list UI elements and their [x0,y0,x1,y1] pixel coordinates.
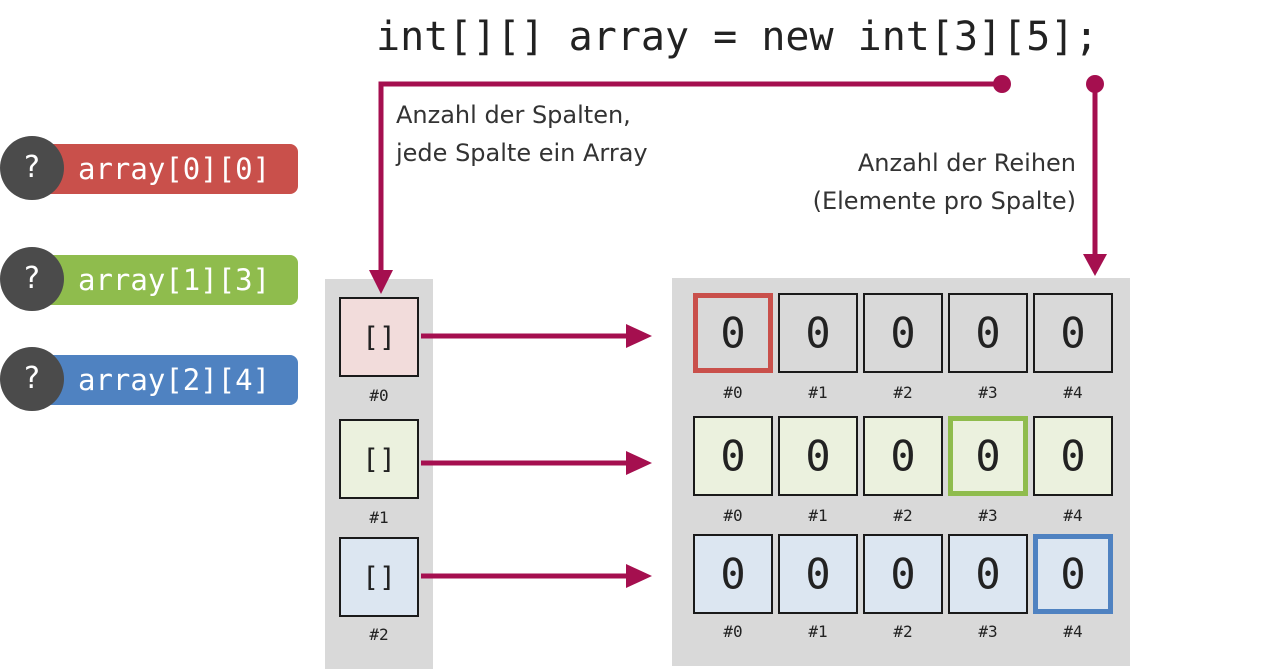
badge-pill: array[1][3] [40,255,298,305]
inner-cell-0-3: 0 [948,293,1028,373]
inner-cell-0-4: 0 [1033,293,1113,373]
outer-cell-0: [] [339,297,419,377]
inner-cell-2-2: 0 [863,534,943,614]
inner-index-1-1: #1 [808,506,828,525]
inner-index-0-1: #1 [808,383,828,402]
outer-index-1: #1 [369,508,389,527]
badge-label: array[2][4] [78,363,271,397]
reference-arrow-head-2 [626,564,652,588]
inner-cell-1-1: 0 [778,416,858,496]
badge-label: array[1][3] [78,263,271,297]
inner-cell-value: 0 [890,549,916,599]
inner-cell-value: 0 [805,431,831,481]
inner-index-2-2: #2 [893,622,913,641]
inner-index-0-3: #3 [978,383,998,402]
rows-annotation: Anzahl der Reihen (Elemente pro Spalte) [776,144,1076,220]
columns-annotation: Anzahl der Spalten, jede Spalte ein Arra… [396,96,648,172]
inner-index-1-3: #3 [978,506,998,525]
inner-cell-value: 0 [805,308,831,358]
badge-label: array[0][0] [78,152,271,186]
inner-cell-1-0: 0 [693,416,773,496]
inner-cell-1-4: 0 [1033,416,1113,496]
outer-cell-2: [] [339,537,419,617]
inner-cell-value: 0 [975,431,1001,481]
inner-cell-0-0: 0 [693,293,773,373]
outer-cell-1: [] [339,419,419,499]
rows-annotation-line-1: Anzahl der Reihen [857,149,1076,177]
columns-annotation-line-1: Anzahl der Spalten, [396,101,631,129]
badge-pill: array[2][4] [40,355,298,405]
reference-arrow-head-1 [626,451,652,475]
inner-cell-1-2: 0 [863,416,943,496]
inner-index-1-0: #0 [723,506,743,525]
inner-index-0-2: #2 [893,383,913,402]
inner-index-1-2: #2 [893,506,913,525]
inner-index-2-4: #4 [1063,622,1083,641]
inner-index-1-4: #4 [1063,506,1083,525]
code-declaration: int[][] array = new int[3][5]; [376,14,1099,60]
inner-cell-2-0: 0 [693,534,773,614]
question-icon: ? [0,247,64,311]
inner-cell-value: 0 [720,431,746,481]
outer-index-2: #2 [369,625,389,644]
inner-index-2-0: #0 [723,622,743,641]
badge-array-1-3: array[1][3] ? [0,247,300,311]
badge-array-2-4: array[2][4] ? [0,347,300,411]
inner-cell-value: 0 [975,549,1001,599]
outer-cell-value: [] [362,320,396,354]
inner-cell-1-3: 0 [948,416,1028,496]
inner-index-2-1: #1 [808,622,828,641]
inner-cell-value: 0 [890,431,916,481]
inner-cell-0-1: 0 [778,293,858,373]
columns-pointer-dot [993,75,1011,93]
badge-array-0-0: array[0][0] ? [0,136,300,200]
inner-cell-value: 0 [890,308,916,358]
inner-cell-value: 0 [720,308,746,358]
inner-cell-value: 0 [720,549,746,599]
inner-index-2-3: #3 [978,622,998,641]
inner-cell-value: 0 [1060,431,1086,481]
inner-index-0-0: #0 [723,383,743,402]
question-icon: ? [0,136,64,200]
inner-cell-value: 0 [1060,308,1086,358]
question-icon: ? [0,347,64,411]
badge-pill: array[0][0] [40,144,298,194]
inner-cell-value: 0 [975,308,1001,358]
columns-annotation-line-2: jede Spalte ein Array [396,139,648,167]
inner-index-0-4: #4 [1063,383,1083,402]
inner-cell-2-4: 0 [1033,534,1113,614]
reference-arrow-head-0 [626,324,652,348]
inner-cell-2-3: 0 [948,534,1028,614]
outer-cell-value: [] [362,442,396,476]
rows-pointer-dot [1086,75,1104,93]
inner-cell-value: 0 [805,549,831,599]
rows-annotation-line-2: (Elemente pro Spalte) [812,187,1076,215]
inner-cell-value: 0 [1060,549,1086,599]
inner-cell-0-2: 0 [863,293,943,373]
inner-cell-2-1: 0 [778,534,858,614]
outer-cell-value: [] [362,560,396,594]
outer-index-0: #0 [369,386,389,405]
rows-pointer-head [1083,254,1107,276]
